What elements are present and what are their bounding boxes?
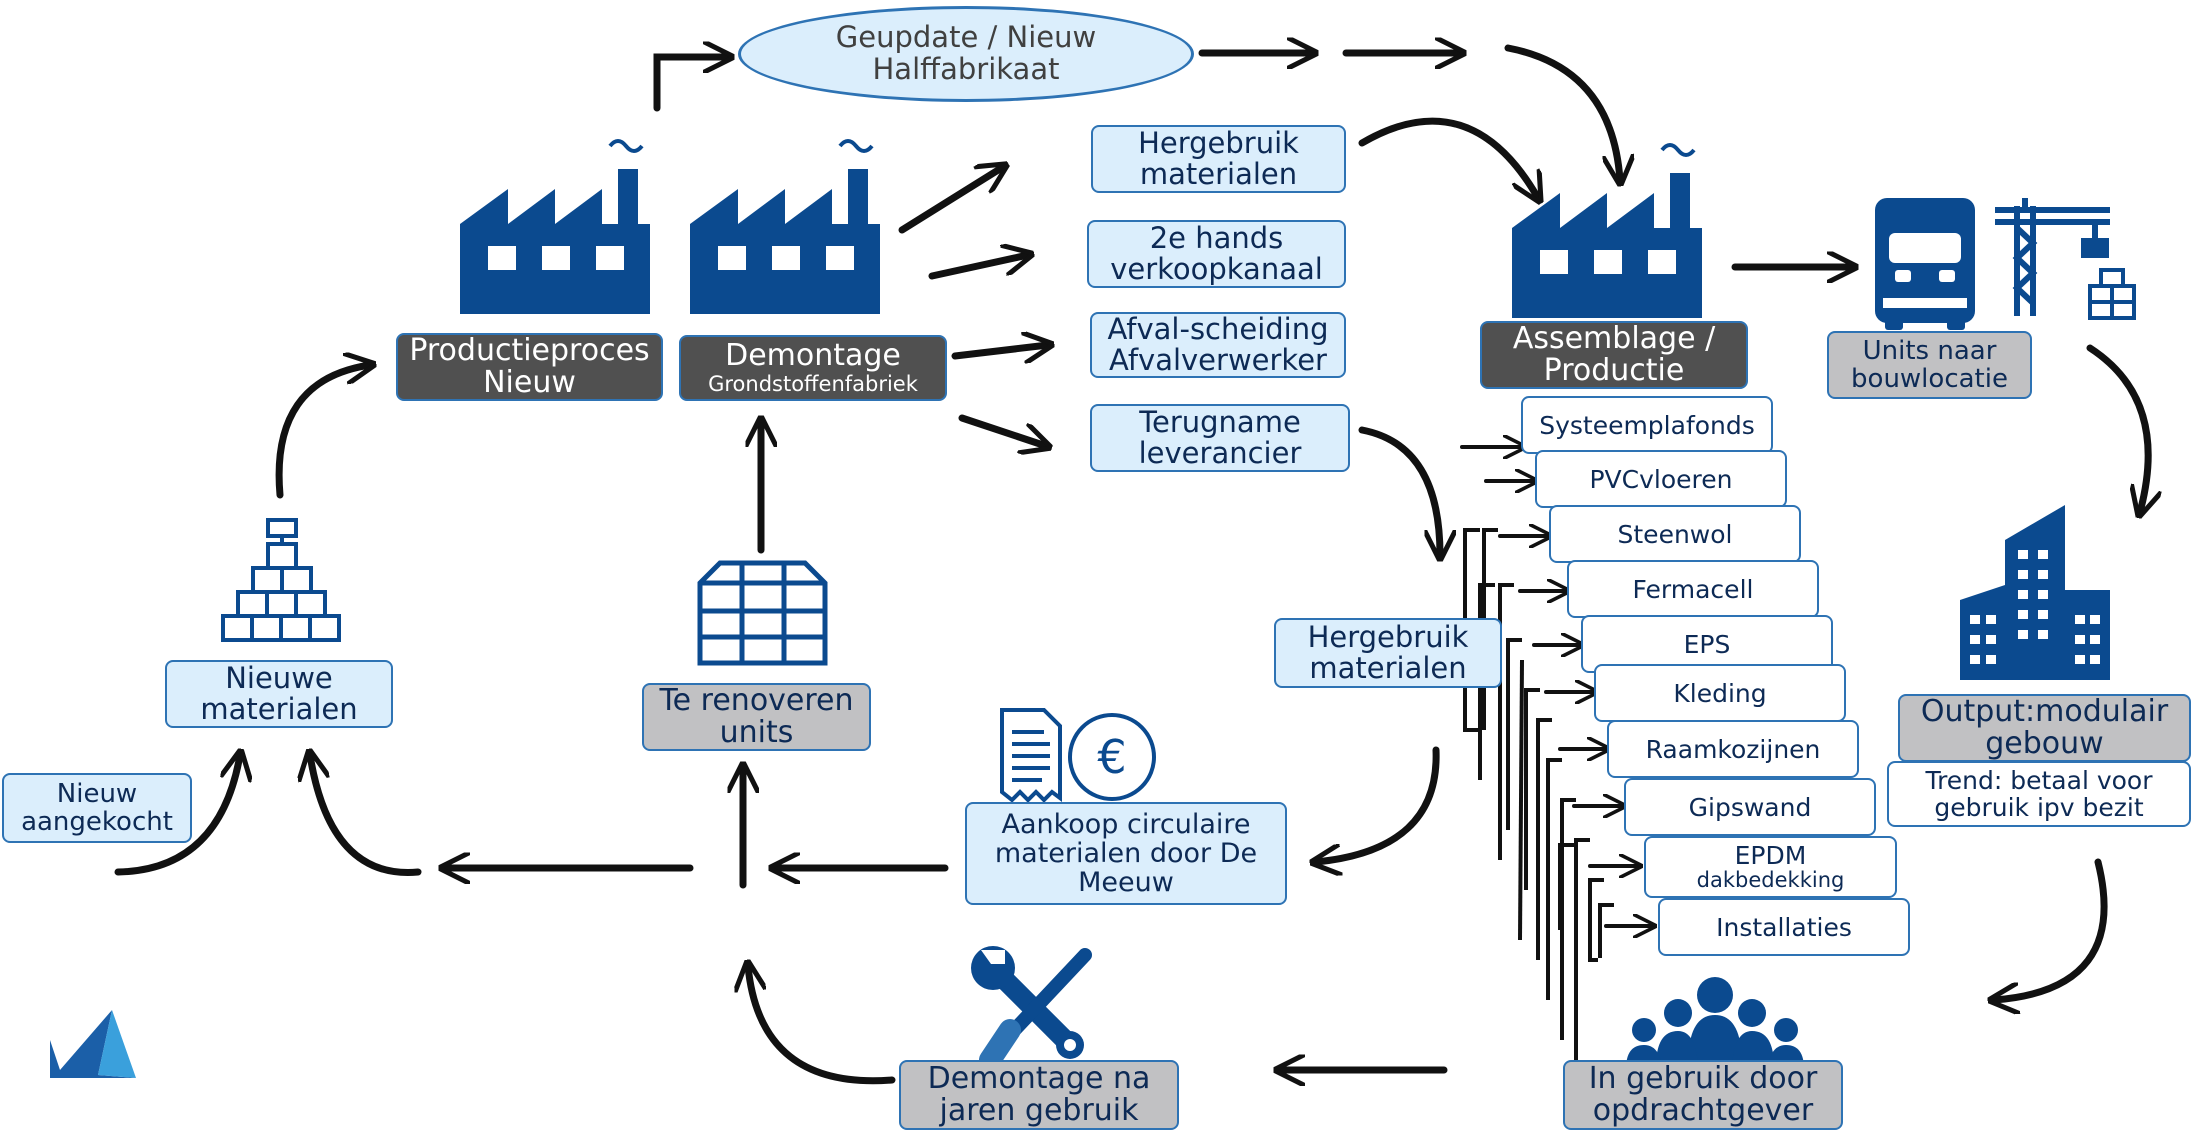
- people-icon: [1626, 977, 1804, 1069]
- material-label-2: dakbedekking: [1696, 868, 1845, 893]
- units-naar-line2: bouwlocatie: [1851, 364, 2008, 394]
- productieproces-line1: Productieproces: [409, 332, 650, 368]
- assemblage-line1: Assemblage /: [1512, 320, 1716, 356]
- terugname-line2: leverancier: [1138, 436, 1302, 470]
- hergebruik-mid-line2: materialen: [1309, 651, 1467, 685]
- material-item: Gipswand: [1624, 778, 1876, 836]
- demontage-line1: Demontage: [725, 338, 901, 374]
- aankoop-line3: Meeuw: [1078, 867, 1174, 899]
- euro-icon: €: [1068, 713, 1156, 801]
- material-label: Fermacell: [1632, 574, 1754, 604]
- nieuwe-materialen-label: Nieuwe materialen: [165, 660, 393, 728]
- hergebruik-mid-line1: Hergebruik: [1307, 619, 1469, 654]
- material-label: Systeemplafonds: [1539, 410, 1755, 440]
- terugname-line1: Terugname: [1139, 404, 1301, 439]
- output-label: Output:modulair gebouw: [1898, 694, 2191, 762]
- nieuwe-materialen-line1: Nieuwe: [225, 660, 333, 695]
- pyramid-blocks-icon: [221, 518, 341, 642]
- aankoop-line2: materialen door De: [994, 837, 1258, 869]
- trend-label: Trend: betaal voor gebruik ipv bezit: [1887, 761, 2191, 827]
- in-gebruik-label: In gebruik door opdrachtgever: [1563, 1060, 1843, 1130]
- assemblage-label: Assemblage / Productie: [1480, 321, 1748, 389]
- material-item: EPDM dakbedekking: [1644, 836, 1897, 898]
- demontage-na-label: Demontage na jaren gebruik: [899, 1060, 1179, 1130]
- output-line2: gebouw: [1985, 726, 2104, 761]
- material-item: Fermacell: [1567, 560, 1819, 618]
- material-item: EPS: [1581, 615, 1833, 673]
- material-label: PVCvloeren: [1589, 464, 1733, 494]
- trend-line1: Trend: betaal voor: [1925, 766, 2153, 795]
- factory-icon: [1510, 143, 1704, 320]
- material-item: Systeemplafonds: [1521, 396, 1773, 454]
- material-label: Installaties: [1716, 912, 1852, 942]
- truck-icon: [1875, 198, 1975, 330]
- geupdate-line2: Halffabrikaat: [872, 52, 1060, 86]
- hergebruik-top-line1: Hergebruik: [1138, 125, 1299, 160]
- te-renoveren-label: Te renoveren units: [642, 683, 871, 751]
- material-item: Installaties: [1658, 898, 1910, 956]
- productieproces-line2: Nieuw: [483, 365, 576, 400]
- tools-icon: [971, 946, 1092, 1071]
- crane-icon: [1995, 198, 2136, 320]
- factory-icon: [688, 139, 882, 316]
- arrows: [114, 48, 2148, 1081]
- te-renoveren-line1: Te renoveren: [659, 682, 854, 718]
- hergebruik-top-line2: materialen: [1139, 157, 1298, 191]
- receipt-icon: [1000, 708, 1062, 803]
- assemblage-line2: Productie: [1543, 353, 1685, 388]
- te-renoveren-line2: units: [719, 715, 794, 750]
- material-label: Steenwol: [1617, 519, 1733, 549]
- hergebruik-mid-label: Hergebruik materialen: [1274, 618, 1502, 688]
- in-gebruik-line2: opdrachtgever: [1592, 1093, 1814, 1128]
- nieuw-aangekocht-line1: Nieuw: [56, 778, 138, 809]
- tweedehands-label: 2e hands verkoopkanaal: [1087, 220, 1346, 288]
- material-label: EPDM: [1734, 841, 1807, 871]
- units-naar-label: Units naar bouwlocatie: [1827, 331, 2032, 399]
- building-icon: [1960, 505, 2110, 680]
- material-label: Gipswand: [1688, 792, 1812, 822]
- nieuwe-materialen-line2: materialen: [200, 692, 358, 726]
- demontage-line2: Grondstoffenfabriek: [708, 371, 918, 396]
- afvalscheiding-label: Afval-scheiding Afvalverwerker: [1090, 312, 1346, 378]
- tweedehands-line1: 2e hands: [1149, 220, 1284, 255]
- tweedehands-line2: verkoopkanaal: [1110, 252, 1323, 286]
- aankoop-line1: Aankoop circulaire: [1001, 808, 1251, 840]
- logo-icon: [50, 1010, 136, 1078]
- geupdate-ellipse: Geupdate / Nieuw Halffabrikaat: [738, 6, 1194, 102]
- aankoop-label: Aankoop circulaire materialen door De Me…: [965, 802, 1287, 905]
- material-label: Kleding: [1673, 678, 1767, 708]
- nieuw-aangekocht-label: Nieuw aangekocht: [2, 773, 192, 843]
- demontage-label: Demontage Grondstoffenfabriek: [679, 335, 947, 401]
- demontage-na-line1: Demontage na: [927, 1060, 1151, 1096]
- euro-symbol: €: [1097, 730, 1126, 784]
- nieuw-aangekocht-line2: aangekocht: [21, 807, 173, 837]
- hergebruik-top-label: Hergebruik materialen: [1091, 125, 1346, 193]
- trend-line2: gebruik ipv bezit: [1934, 793, 2144, 822]
- productieproces-label: Productieproces Nieuw: [396, 333, 663, 401]
- in-gebruik-line1: In gebruik door: [1588, 1060, 1818, 1096]
- material-label: EPS: [1683, 629, 1731, 659]
- material-item: Raamkozijnen: [1607, 720, 1859, 778]
- factory-icon: [458, 139, 652, 316]
- material-item: Steenwol: [1549, 505, 1801, 563]
- material-label: Raamkozijnen: [1645, 734, 1821, 764]
- afvalscheiding-line1: Afval-scheiding: [1107, 311, 1329, 346]
- units-naar-line1: Units naar: [1862, 335, 1997, 366]
- materials-arrows: [1460, 447, 1652, 926]
- geupdate-line1: Geupdate / Nieuw: [835, 20, 1097, 55]
- terugname-label: Terugname leverancier: [1090, 404, 1350, 472]
- output-line1: Output:modulair: [1920, 693, 2169, 729]
- afvalscheiding-line2: Afvalverwerker: [1109, 343, 1327, 377]
- material-item: Kleding: [1594, 664, 1846, 722]
- demontage-na-line2: jaren gebruik: [939, 1093, 1139, 1128]
- box-icon: [697, 560, 828, 666]
- material-item: PVCvloeren: [1535, 450, 1787, 508]
